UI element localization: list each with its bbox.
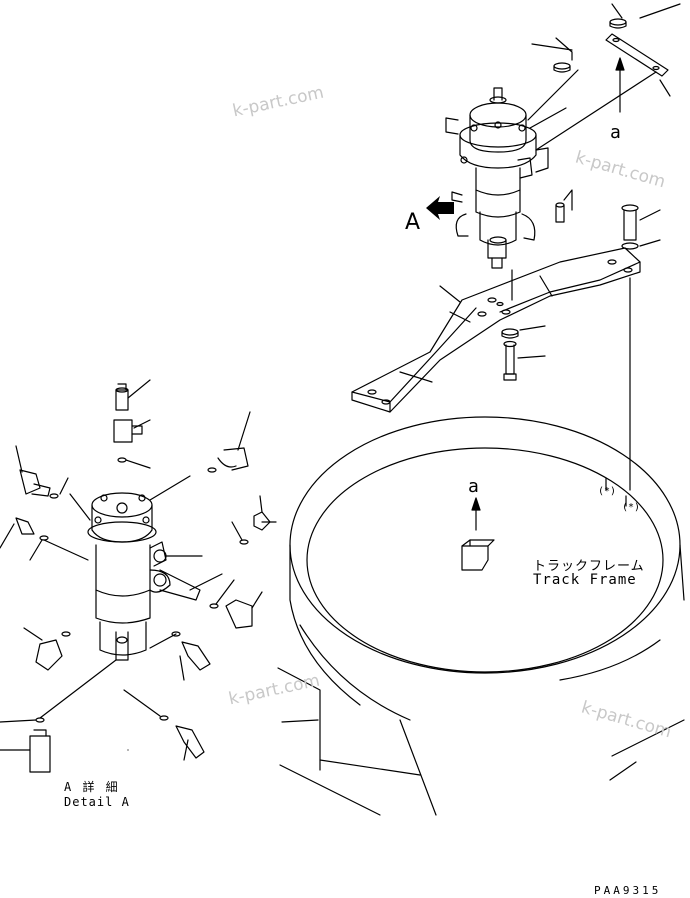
detail-a-assembly bbox=[87, 492, 201, 661]
track-frame-label-en: Track Frame bbox=[533, 572, 637, 588]
mounting-bracket bbox=[351, 247, 641, 413]
part-code: PAA9315 bbox=[594, 884, 662, 897]
reference-mark-1: (*) bbox=[598, 486, 617, 497]
detail-a-label-jp: A 詳 細 bbox=[64, 780, 120, 794]
reference-mark-2: (*) bbox=[622, 502, 641, 513]
view-arrow-a bbox=[426, 196, 454, 220]
leader-lines-top bbox=[439, 3, 681, 507]
inner-bracket bbox=[461, 539, 495, 571]
detail-a-label-en: Detail A bbox=[64, 795, 130, 809]
track-frame-ring bbox=[277, 416, 685, 816]
track-frame-label-jp: トラックフレーム bbox=[533, 559, 645, 574]
arrow-a-bottom-head bbox=[471, 497, 481, 511]
leader-lines-detail bbox=[0, 379, 263, 761]
arrow-a-top-head bbox=[615, 57, 625, 71]
arrow-a-top-label: a bbox=[610, 122, 621, 143]
fasteners-top bbox=[501, 18, 669, 381]
valve-assembly bbox=[445, 87, 549, 269]
detail-fittings bbox=[15, 383, 277, 773]
view-marker-label: A bbox=[405, 210, 421, 235]
arrow-a-bottom-label: a bbox=[468, 476, 479, 497]
